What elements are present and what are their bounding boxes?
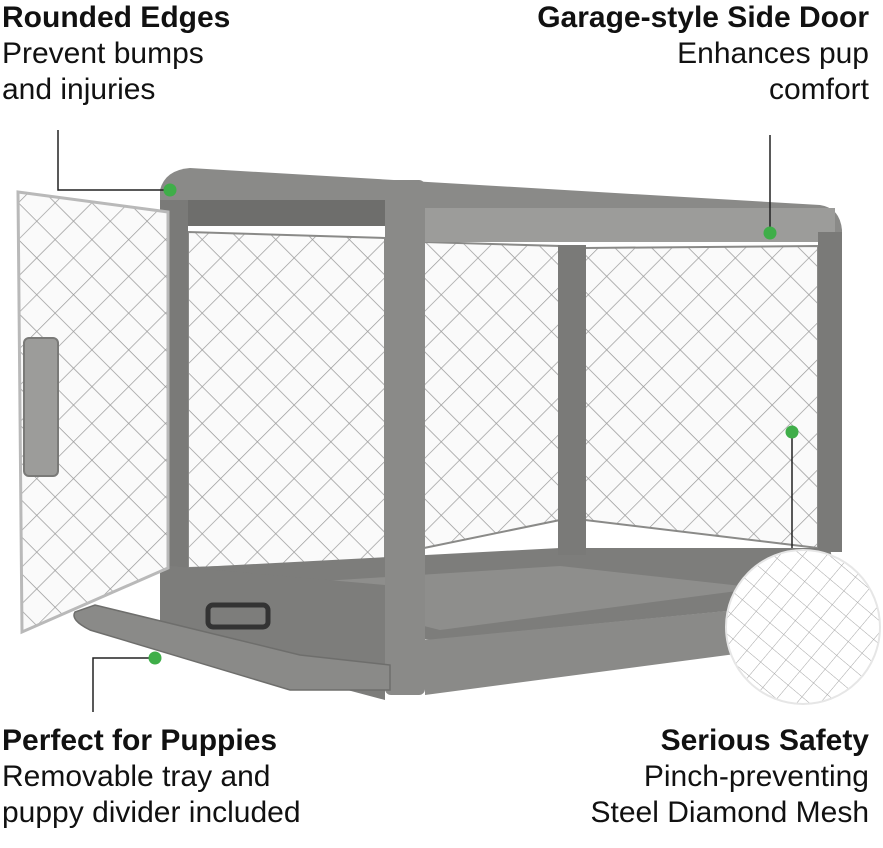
door-latch — [23, 337, 59, 477]
rounded-edges-marker — [163, 183, 177, 197]
mesh-detail-circle — [726, 550, 880, 704]
callout-title: Perfect for Puppies — [2, 724, 278, 757]
callout-title: Rounded Edges — [2, 1, 231, 34]
back-mesh-panel — [584, 244, 819, 550]
puppies-leader — [92, 657, 155, 712]
callout-desc-line: Prevent bumps — [2, 37, 204, 70]
garage-door-marker — [763, 226, 777, 240]
callout-title: Serious Safety — [660, 724, 869, 757]
callout-title: Garage-style Side Door — [537, 1, 869, 34]
rounded-edges-leader — [57, 130, 170, 191]
callout-desc-line: Enhances pup — [677, 37, 869, 70]
callout-desc-line: Removable tray and — [2, 760, 271, 793]
callout-serious-safety: Serious Safety Pinch-preventing Steel Di… — [591, 723, 869, 831]
callout-rounded-edges: Rounded Edges Prevent bumps and injuries — [2, 0, 230, 108]
front-right-post — [385, 180, 425, 695]
open-side-door — [16, 190, 170, 635]
removable-tray — [73, 604, 391, 691]
callout-desc-line: comfort — [768, 73, 869, 106]
callout-desc-line: Steel Diamond Mesh — [590, 796, 869, 829]
safety-marker — [785, 425, 799, 439]
callout-description: Enhances pup comfort — [537, 36, 869, 108]
callout-description: Prevent bumps and injuries — [2, 36, 230, 108]
callout-desc-line: Pinch-preventing — [643, 760, 869, 793]
side-mesh-panel — [423, 240, 561, 550]
green-dot-markers — [148, 183, 799, 665]
callout-desc-line: puppy divider included — [2, 796, 301, 829]
callout-description: Removable tray and puppy divider include… — [2, 759, 301, 831]
leader-lines — [57, 130, 793, 712]
callout-desc-line: and injuries — [2, 73, 156, 106]
puppies-marker — [148, 651, 162, 665]
callout-garage-door: Garage-style Side Door Enhances pup comf… — [537, 0, 869, 108]
front-mesh-panel — [187, 230, 386, 570]
callout-puppies: Perfect for Puppies Removable tray and p… — [2, 723, 301, 831]
callout-description: Pinch-preventing Steel Diamond Mesh — [591, 759, 869, 831]
